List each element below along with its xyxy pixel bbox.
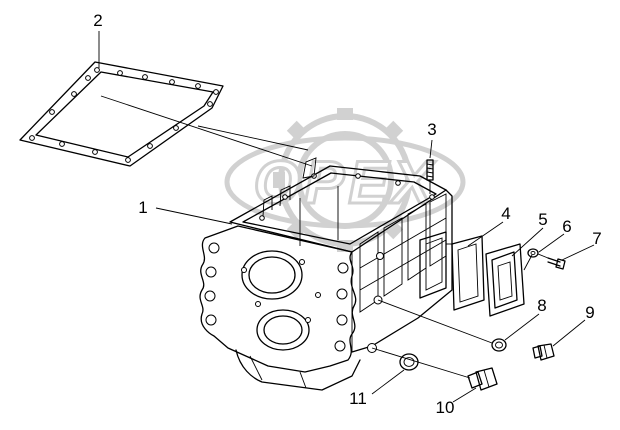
part-2-cover-gasket [19, 61, 313, 167]
watermark-text: OPEX [254, 149, 437, 216]
leader-3 [429, 139, 433, 159]
callout-5: 5 [538, 210, 547, 229]
callout-7: 7 [592, 229, 601, 248]
callout-1: 1 [138, 198, 147, 217]
callout-9: 9 [585, 303, 594, 322]
leader-7 [561, 244, 595, 261]
part-9-plug [532, 343, 555, 361]
leader-4 [467, 221, 504, 247]
callout-10: 10 [436, 398, 455, 417]
part-11-seal-washer [399, 353, 419, 371]
leader-10 [452, 387, 477, 403]
leader-6 [538, 233, 565, 253]
leader-9 [552, 319, 586, 347]
callout-11: 11 [349, 389, 367, 408]
watermark-ellipse [224, 135, 466, 229]
part-4-side-gasket [446, 235, 485, 311]
part-6-washer [527, 248, 539, 258]
leader-1 [155, 207, 233, 225]
leader-5 [511, 227, 544, 257]
gasket-bolt-holes [29, 67, 219, 163]
leader-lines [98, 31, 595, 403]
part-1-transmission-housing [199, 157, 453, 391]
part-10-drain-plug [467, 367, 498, 391]
part-5-side-cover [485, 243, 525, 317]
leader-11 [371, 369, 405, 395]
callout-6: 6 [562, 217, 571, 236]
assembly-lines [371, 253, 549, 379]
part-8-seal-ring [491, 338, 507, 352]
leader-8 [504, 313, 540, 341]
watermark-logo: OPEX [224, 108, 466, 252]
part-7-bolt [547, 257, 566, 270]
callout-8: 8 [537, 296, 546, 315]
callout-4: 4 [501, 204, 510, 223]
callout-2: 2 [93, 11, 102, 30]
part-3-stud [426, 159, 434, 194]
callout-labels: 1 2 3 4 5 6 7 8 9 10 11 [93, 11, 601, 417]
callout-3: 3 [427, 120, 436, 139]
